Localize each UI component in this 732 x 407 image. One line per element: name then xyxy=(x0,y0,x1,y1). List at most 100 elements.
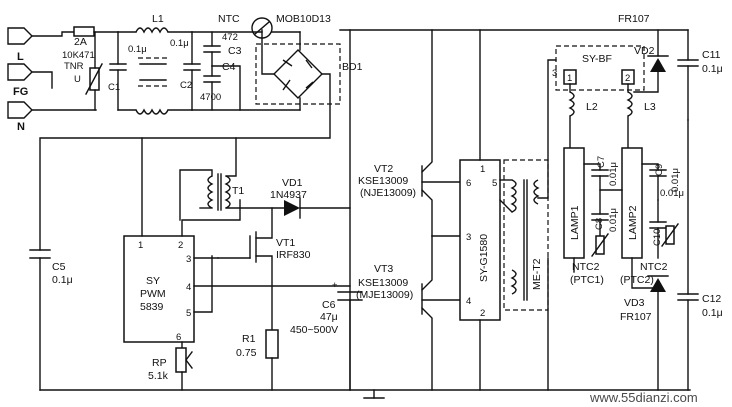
tnr-pin-mark: U xyxy=(74,74,81,85)
c1-value: 0.1μ xyxy=(128,44,147,55)
c1-name: C1 xyxy=(108,82,120,93)
c9b-value: 0.01μ xyxy=(660,188,684,199)
r1-name: R1 xyxy=(242,333,256,345)
capacitor-c1: 0.1μ C1 xyxy=(108,31,147,111)
drv-name: SY-G1580 xyxy=(478,234,490,282)
lamp-2: LAMP2 xyxy=(621,147,643,259)
lamp2-label: LAMP2 xyxy=(627,205,639,240)
transformer-me-t2: ME-T2 xyxy=(503,159,549,311)
ptc1-label: (PTC1) xyxy=(570,274,604,286)
inductor-l2: L2 xyxy=(568,83,598,149)
vt1-part: IRF830 xyxy=(276,249,311,261)
c3-name: C3 xyxy=(228,45,242,57)
vd2-label: VD2 xyxy=(634,45,655,57)
bf-pin2: 2 xyxy=(625,73,630,84)
vt2-name: VT2 xyxy=(374,163,393,175)
c11-name: C11 xyxy=(702,49,721,61)
tnr-varistor: 10K471 TNR xyxy=(62,50,103,95)
ic-pin-1: 1 xyxy=(138,240,143,251)
ntc2-left-label: NTC2 xyxy=(572,261,600,273)
tnr-name: TNR xyxy=(64,61,84,72)
vt2-alt: (NJE13009) xyxy=(360,187,416,199)
c8-value: 0.01μ xyxy=(608,208,619,232)
choke-l1: L1 xyxy=(117,13,193,115)
bf-pin1: 1 xyxy=(567,73,572,84)
ptc-thermistor-2 xyxy=(661,223,679,247)
capacitor-c4: C4 4700 xyxy=(200,61,236,111)
ic-pin-3: 3 xyxy=(186,254,191,265)
ptc-thermistor-1 xyxy=(591,233,609,257)
capacitor-c3: 472 C3 xyxy=(203,31,242,67)
tnr-part: 10K471 xyxy=(62,50,95,61)
l3-label: L3 xyxy=(644,101,656,113)
vd1-part: 1N4937 xyxy=(270,189,307,201)
ic-vendor: SY xyxy=(146,275,160,287)
lamp-1: LAMP1 xyxy=(563,147,585,259)
potentiometer-rp: RP 5.1k xyxy=(148,347,193,382)
c12-name: C12 xyxy=(702,293,721,305)
terminal-fg-label: FG xyxy=(13,86,28,98)
ic-pin-5: 5 xyxy=(186,308,191,319)
c2-name: C2 xyxy=(180,80,192,91)
drv-pin-5: 5 xyxy=(492,178,497,189)
c10-name: C10 xyxy=(652,229,663,246)
ic-type: PWM xyxy=(140,288,166,300)
transistor-vt3: VT3 KSE13009 (MJE13009) xyxy=(356,235,433,391)
drv-pin-2: 2 xyxy=(480,308,485,319)
c11-value: 0.1μ xyxy=(702,63,723,75)
c7-value: 0.01μ xyxy=(608,162,619,186)
rp-value: 5.1k xyxy=(148,370,169,382)
diode-vd3: VD3 FR107 xyxy=(620,275,669,323)
watermark-text: www.55dianzi.com xyxy=(589,390,698,405)
resistor-r1: R1 0.75 xyxy=(236,329,279,359)
vt2-part: KSE13009 xyxy=(358,175,408,187)
c3-value: 472 xyxy=(222,32,238,43)
c6-name: C6 xyxy=(322,299,336,311)
drv-pin-1: 1 xyxy=(480,164,485,175)
diode-vd1: VD1 1N4937 xyxy=(270,177,307,219)
bd1-label: BD1 xyxy=(342,61,363,73)
capacitor-c7: C7 0.01μ xyxy=(583,156,623,191)
fuse: 2A xyxy=(73,26,95,48)
drv-pin-6: 6 xyxy=(466,178,471,189)
ic-number: 5839 xyxy=(140,301,164,313)
mob-label: MOB10D13 xyxy=(276,13,331,25)
bf-pin3: 3 xyxy=(552,68,557,79)
terminal-l: L xyxy=(7,27,33,63)
bridge-rectifier-bd1: BD1 xyxy=(255,43,363,105)
c12-value: 0.1μ xyxy=(702,307,723,319)
fr107-top-label: FR107 xyxy=(618,13,650,25)
t2-label: ME-T2 xyxy=(531,258,543,290)
capacitor-c9: C9 0.01μ xyxy=(641,163,681,201)
c5-value: 0.1μ xyxy=(52,274,73,286)
terminal-n-label: N xyxy=(17,121,25,133)
diode-vd2: VD2 FR107 xyxy=(618,13,669,72)
c6-plus: + xyxy=(332,280,338,291)
drv-pin-3: 3 xyxy=(466,232,471,243)
fuse-label: 2A xyxy=(74,36,87,48)
c5-name: C5 xyxy=(52,261,66,273)
driver-ic-sy-g1580: 1 2 3 4 5 6 SY-G1580 xyxy=(459,159,501,321)
lamp1-label: LAMP1 xyxy=(569,205,581,240)
drv-pin-4: 4 xyxy=(466,296,471,307)
capacitor-c10: C10 xyxy=(649,199,667,259)
mosfet-vt1: VT1 IRF830 xyxy=(217,207,311,331)
terminal-fg: FG xyxy=(7,63,33,98)
l2-label: L2 xyxy=(586,101,598,113)
vt1-name: VT1 xyxy=(276,237,295,249)
fr107-bot-label: FR107 xyxy=(620,311,652,323)
c8-name: C8 xyxy=(594,218,605,230)
c9-value: 0.01μ xyxy=(670,168,681,192)
ptc2-label: (PTC2) xyxy=(620,274,654,286)
t1-label: T1 xyxy=(232,185,244,197)
capacitor-c5: C5 0.1μ xyxy=(29,249,73,391)
c9-name: C9 xyxy=(654,164,665,176)
c7-name: C7 xyxy=(596,156,607,168)
inductor-l3: L3 xyxy=(626,83,656,149)
ntc-label: NTC xyxy=(218,13,240,25)
transistor-vt2: VT2 KSE13009 (NJE13009) xyxy=(358,29,433,237)
transformer-t1: T1 xyxy=(207,173,244,211)
capacitor-c6: + C6 47μ 450~500V xyxy=(290,280,363,336)
r1-value: 0.75 xyxy=(236,347,257,359)
